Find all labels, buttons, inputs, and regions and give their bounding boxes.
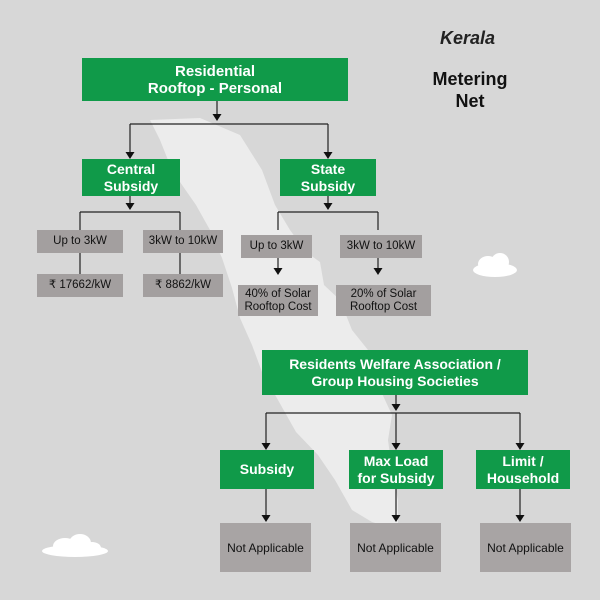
rwa-max-load-line1: Max Load: [363, 452, 429, 469]
rwa-line1: Residents Welfare Association /: [289, 355, 501, 372]
rwa-line2: Group Housing Societies: [311, 372, 479, 389]
central-right-value: ₹ 8862/kW: [143, 274, 223, 297]
state-up-to-3kw: Up to 3kW: [241, 235, 312, 258]
arrow-down-icon: [125, 203, 135, 210]
rwa-limit-node: Limit / Household: [476, 450, 570, 489]
central-line2: Subsidy: [103, 177, 159, 194]
rwa-node: Residents Welfare Association / Group Ho…: [262, 350, 528, 395]
cloud-icon: [42, 534, 108, 557]
central-line1: Central: [106, 160, 156, 177]
central-3-to-10kw: 3kW to 10kW: [143, 230, 223, 253]
arrow-down-icon: [323, 203, 333, 210]
rwa-limit-line1: Limit /: [502, 452, 544, 469]
arrow-down-icon: [515, 515, 525, 522]
state-line1: State: [310, 160, 346, 177]
rwa-subsidy-line1: Subsidy: [239, 461, 295, 477]
arrow-down-icon: [273, 268, 283, 275]
state-line2: Subsidy: [300, 177, 356, 194]
central-subsidy-node: Central Subsidy: [82, 159, 180, 196]
cloud-icon: [473, 253, 517, 277]
state-title: Kerala: [440, 28, 496, 48]
rwa-limit-line2: Household: [486, 469, 560, 486]
state-3-to-10kw: 3kW to 10kW: [340, 235, 422, 258]
state-right-value: 20% of Solar Rooftop Cost: [336, 285, 431, 316]
arrow-down-icon: [391, 404, 401, 411]
rwa-max-load-value: Not Applicable: [350, 523, 441, 572]
arrow-down-icon: [373, 268, 383, 275]
root-node: Residential Rooftop - Personal: [82, 58, 348, 101]
kerala-map-shape: [150, 118, 398, 530]
metering-title: Metering Net: [415, 68, 525, 112]
arrow-down-icon: [125, 152, 135, 159]
root-line2: Rooftop - Personal: [147, 79, 283, 97]
rwa-subsidy-value: Not Applicable: [220, 523, 311, 572]
state-left-value: 40% of Solar Rooftop Cost: [238, 285, 318, 316]
rwa-subsidy-node: Subsidy: [220, 450, 314, 489]
state-left-value-line1: 40% of Solar: [245, 287, 311, 300]
state-subsidy-node: State Subsidy: [280, 159, 376, 196]
state-right-value-line2: Rooftop Cost: [349, 300, 418, 313]
state-left-value-line2: Rooftop Cost: [244, 300, 312, 313]
arrow-down-icon: [391, 515, 401, 522]
rwa-max-load-line2: for Subsidy: [357, 469, 435, 486]
arrow-down-icon: [212, 114, 222, 121]
central-left-value: ₹ 17662/kW: [37, 274, 123, 297]
metering-line2: Net: [455, 91, 485, 111]
arrow-down-icon: [323, 152, 333, 159]
arrow-down-icon: [391, 443, 401, 450]
state-right-value-line1: 20% of Solar: [350, 287, 417, 300]
rwa-limit-value: Not Applicable: [480, 523, 571, 572]
root-line1: Residential: [174, 62, 256, 80]
arrow-down-icon: [261, 515, 271, 522]
arrow-down-icon: [515, 443, 525, 450]
arrow-down-icon: [261, 443, 271, 450]
rwa-max-load-node: Max Load for Subsidy: [349, 450, 443, 489]
metering-line1: Metering: [432, 69, 508, 89]
central-up-to-3kw: Up to 3kW: [37, 230, 123, 253]
